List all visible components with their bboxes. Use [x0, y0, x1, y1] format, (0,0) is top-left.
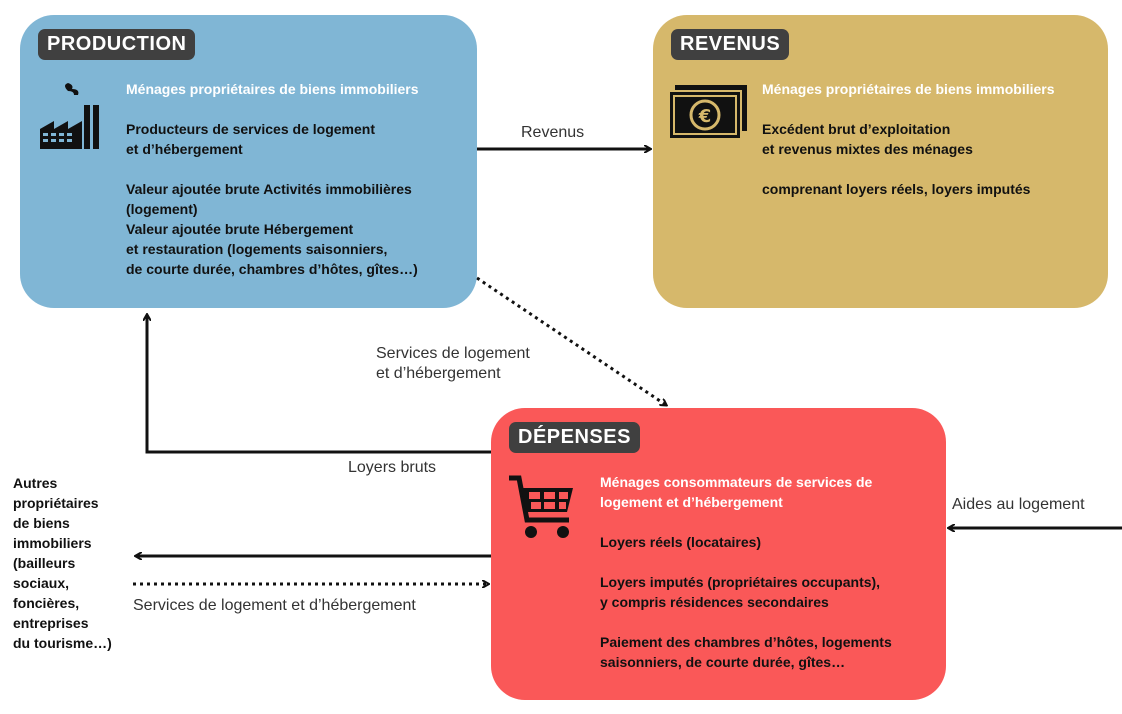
production-line: de courte durée, chambres d’hôtes, gîtes…	[126, 261, 418, 277]
production-line: et d’hébergement	[126, 141, 243, 157]
revenus-line: comprenant loyers réels, loyers imputés	[762, 181, 1031, 197]
depenses-line: Paiement des chambres d’hôtes, logements	[600, 634, 892, 650]
revenus-line: et revenus mixtes des ménages	[762, 141, 973, 157]
production-owner: Ménages propriétaires de biens immobilie…	[126, 81, 419, 97]
others-line: (bailleurs	[13, 555, 76, 571]
others-line: foncières,	[13, 595, 80, 611]
factory-icon	[40, 83, 99, 149]
others-line: du tourisme…)	[13, 635, 112, 651]
depenses-line: Loyers réels (locataires)	[600, 534, 762, 550]
production-line: et restauration (logements saisonniers,	[126, 241, 388, 257]
others-line: immobiliers	[13, 535, 92, 551]
depenses-consumer: Ménages consommateurs de services de	[600, 474, 873, 490]
euro-banknote-icon: €	[668, 85, 747, 140]
shopping-cart-icon	[509, 475, 573, 538]
production-line: Valeur ajoutée brute Hébergement	[126, 221, 354, 237]
production-box: PRODUCTION Ménages propriétaires de bien…	[20, 15, 477, 308]
revenus-box: REVENUS € Ménages propriétaires de biens…	[653, 15, 1108, 308]
others-line: Autres	[13, 475, 58, 491]
loyers-bruts-arrow	[147, 315, 491, 454]
other-owners-label: Autres propriétaires de biens immobilier…	[13, 473, 112, 653]
revenus-line: Excédent brut d’exploitation	[762, 121, 951, 137]
services-dotted-arrow	[476, 276, 666, 405]
services-flow-label: Services de logement	[376, 345, 530, 362]
services-flow-label-2: et d’hébergement	[376, 365, 501, 382]
depenses-line: saisonniers, de courte durée, gîtes…	[600, 654, 846, 670]
others-line: sociaux,	[13, 575, 70, 591]
revenus-flow-label: Revenus	[521, 124, 585, 141]
others-line: de biens	[13, 515, 70, 531]
production-line: Producteurs de services de logement	[126, 121, 375, 137]
services-others-label: Services de logement et d’hébergement	[133, 597, 416, 614]
depenses-box: DÉPENSES Ménages consommateurs de servic…	[491, 408, 946, 700]
depenses-title: DÉPENSES	[509, 422, 640, 453]
production-line: Valeur ajoutée brute Activités immobiliè…	[126, 181, 412, 197]
others-line: entreprises	[13, 615, 89, 631]
production-line: (logement)	[126, 201, 198, 217]
aides-label: Aides au logement	[952, 496, 1085, 513]
revenus-owner: Ménages propriétaires de biens immobilie…	[762, 81, 1055, 97]
depenses-line: Loyers imputés (propriétaires occupants)…	[600, 574, 881, 590]
revenus-title: REVENUS	[671, 29, 790, 60]
others-line: propriétaires	[13, 495, 99, 511]
loyers-bruts-label: Loyers bruts	[348, 459, 437, 476]
depenses-consumer: logement et d’hébergement	[600, 494, 783, 510]
depenses-line: y compris résidences secondaires	[600, 594, 829, 610]
production-title: PRODUCTION	[38, 29, 196, 60]
svg-text:€: €	[698, 106, 712, 127]
